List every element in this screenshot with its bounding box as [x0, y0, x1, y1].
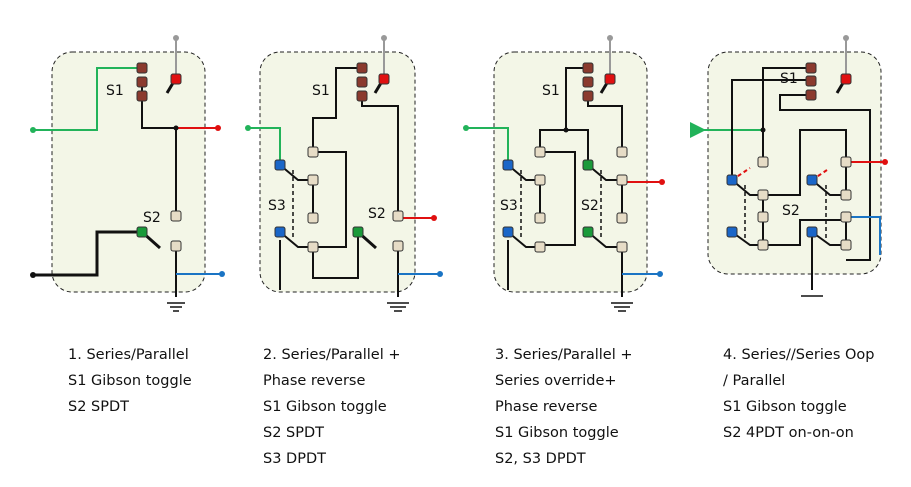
- panel-3-caption: 3. Series/Parallel + Series override+ Ph…: [495, 342, 633, 472]
- panel-3-diagram: S1 S2 S3: [463, 35, 665, 312]
- panel-4-diagram: S1 S2: [690, 35, 888, 297]
- panel-1-enclosure: [51, 51, 206, 293]
- caption-line: Series override+: [495, 373, 617, 389]
- panel-2-terminals: [274, 62, 404, 253]
- panel-3-label-s3: S3: [500, 198, 518, 214]
- panel-4-terminals: [726, 62, 852, 251]
- panel-2-diagram: S1 S2 S3: [245, 35, 443, 312]
- panel-3-label-s2: S2: [581, 198, 599, 214]
- caption-line: 4. Series//Series Oop: [723, 347, 875, 363]
- panel-2-wires: [248, 38, 440, 312]
- panel-1-wires: [33, 38, 222, 312]
- caption-line: 2. Series/Parallel +: [263, 347, 401, 363]
- panel-3-wires: [466, 38, 662, 312]
- caption-line: S2 4PDT on-on-on: [723, 425, 854, 441]
- caption-line: S1 Gibson toggle: [263, 399, 387, 415]
- panel-2-label-s3: S3: [268, 198, 286, 214]
- panel-3-enclosure: [493, 51, 648, 293]
- panel-2-label-s2: S2: [368, 206, 386, 222]
- caption-line: 3. Series/Parallel +: [495, 347, 633, 363]
- caption-line: S1 Gibson toggle: [723, 399, 847, 415]
- caption-line: Phase reverse: [495, 399, 598, 415]
- panel-1-diagram: S1 S2: [30, 35, 225, 312]
- panel-2-caption: 2. Series/Parallel + Phase reverse S1 Gi…: [263, 342, 401, 472]
- panel-2-enclosure: [259, 51, 416, 293]
- caption-line: S2, S3 DPDT: [495, 451, 586, 467]
- caption-line: / Parallel: [723, 373, 786, 389]
- panel-3-label-s1: S1: [542, 83, 560, 99]
- panel-4-label-s2: S2: [782, 203, 800, 219]
- caption-line: S1 Gibson toggle: [68, 373, 192, 389]
- caption-line: S2 SPDT: [68, 399, 130, 415]
- caption-line: 1. Series/Parallel: [68, 347, 189, 363]
- panel-3-terminals: [502, 62, 628, 253]
- panel-2-label-s1: S1: [312, 83, 330, 99]
- panel-1-label-s2: S2: [143, 210, 161, 226]
- caption-line: S1 Gibson toggle: [495, 425, 619, 441]
- panel-1-label-s1: S1: [106, 83, 124, 99]
- caption-line: Phase reverse: [263, 373, 366, 389]
- panel-4-caption: 4. Series//Series Oop / Parallel S1 Gibs…: [723, 342, 875, 446]
- caption-line: S3 DPDT: [263, 451, 326, 467]
- panel-4-label-s1: S1: [780, 71, 798, 87]
- panel-1-terminals: [136, 62, 182, 252]
- caption-line: S2 SPDT: [263, 425, 325, 441]
- panel-1-caption: 1. Series/Parallel S1 Gibson toggle S2 S…: [68, 342, 192, 420]
